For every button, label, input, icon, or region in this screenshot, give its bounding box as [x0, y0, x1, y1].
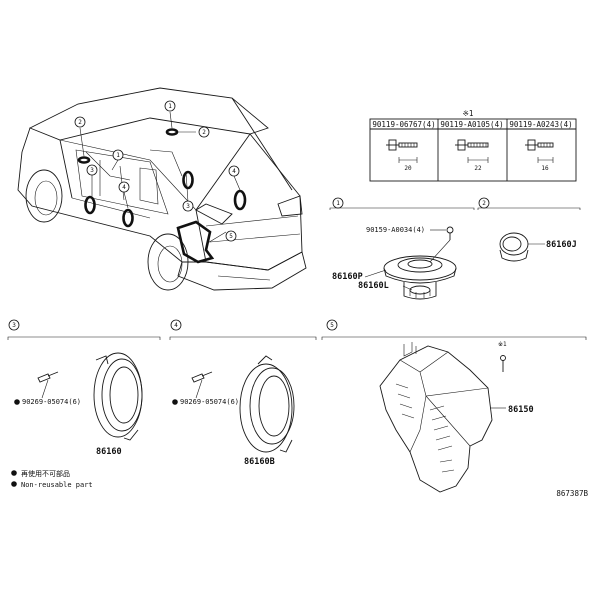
svg-text:5: 5	[229, 233, 233, 240]
section-3-number: 3	[12, 322, 16, 329]
non-reusable-mark	[14, 399, 20, 405]
vehicle-callout-2a: 2	[198, 126, 210, 138]
svg-text:4: 4	[122, 184, 126, 191]
svg-text:2: 2	[202, 129, 206, 136]
fastener-table: ※1 90119-06767(4) 90119-A0105(4) 90119-A…	[369, 109, 577, 182]
fastener-header-1: 90119-06767(4)	[372, 120, 435, 129]
part-screw-90269-b: 90269-05074(6)	[180, 398, 239, 406]
screw-icon-section-4	[191, 371, 213, 383]
amplifier-note: ※1	[498, 341, 507, 348]
legend: 再使用不可部品 Non-reusable part	[11, 469, 93, 489]
fastener-header-2: 90119-A0105(4)	[440, 120, 503, 129]
speaker-86160B-icon	[239, 355, 295, 453]
part-86160B: 86160B	[244, 457, 275, 467]
non-reusable-mark	[172, 399, 178, 405]
vehicle-callout-4b: 4	[228, 165, 240, 177]
amplifier-screw-icon	[500, 355, 506, 372]
part-screw-90159: 90159-A0034(4)	[366, 226, 425, 234]
part-86150: 86150	[508, 405, 534, 415]
part-86160L: 86160L	[358, 281, 389, 291]
svg-text:2: 2	[78, 119, 82, 126]
tweeter-assembly	[383, 255, 457, 300]
amplifier-86150-icon	[379, 342, 493, 493]
bolt-icon-1: 20	[386, 139, 418, 172]
fastener-header-3: 90119-A0243(4)	[509, 120, 572, 129]
part-86160J: 86160J	[546, 240, 577, 250]
section-5: 5 ※1 86150	[321, 319, 587, 493]
legend-dot-japanese	[11, 470, 17, 476]
section-5-number: 5	[330, 322, 334, 329]
section-4: 4 90269-05074(6) 86160B	[169, 319, 317, 467]
vehicle-callout-3b: 3	[182, 200, 194, 212]
bolt-icon-2: 22	[455, 139, 489, 172]
svg-text:3: 3	[90, 167, 94, 174]
part-screw-90269-a: 90269-05074(6)	[22, 398, 81, 406]
part-86160P: 86160P	[332, 272, 363, 282]
tweeter-j-icon	[499, 232, 529, 262]
legend-japanese: 再使用不可部品	[21, 469, 70, 478]
svg-text:1: 1	[116, 152, 120, 159]
vehicle-callout-3a: 3	[86, 164, 98, 176]
svg-text:3: 3	[186, 203, 190, 210]
figure-id: 867387B	[556, 489, 588, 498]
screw-icon-section-3	[37, 371, 59, 383]
svg-text:1: 1	[168, 103, 172, 110]
section-1: 1 90159-A0034(4) 86160P 86160L	[329, 197, 475, 300]
legend-english: Non-reusable part	[21, 481, 93, 489]
svg-text:4: 4	[232, 168, 236, 175]
vehicle-callout-4a: 4	[118, 181, 130, 193]
vehicle-illustration: 1 2 2 1 3 4 4 3	[17, 87, 307, 291]
section-3: 3 90269-05074(6) 86160	[7, 319, 161, 457]
fastener-table-note: ※1	[463, 109, 474, 118]
bolt-icon-3: 16	[525, 139, 554, 172]
bolt-length-3: 16	[541, 165, 549, 172]
speaker-86160-icon	[93, 352, 143, 441]
section-2-number: 2	[482, 200, 486, 207]
vehicle-callout-2b: 2	[74, 116, 86, 128]
section-4-number: 4	[174, 322, 178, 329]
vehicle-callout-5: 5	[225, 230, 237, 242]
section-1-number: 1	[336, 200, 340, 207]
bolt-length-1: 20	[404, 165, 412, 172]
legend-dot-english	[11, 481, 17, 487]
part-86160: 86160	[96, 447, 122, 457]
screw-icon	[446, 226, 454, 240]
bolt-length-2: 22	[474, 165, 482, 172]
vehicle-callout-1a: 1	[164, 100, 176, 112]
vehicle-callout-1b: 1	[112, 149, 124, 161]
section-2: 2 86160J	[477, 197, 581, 262]
